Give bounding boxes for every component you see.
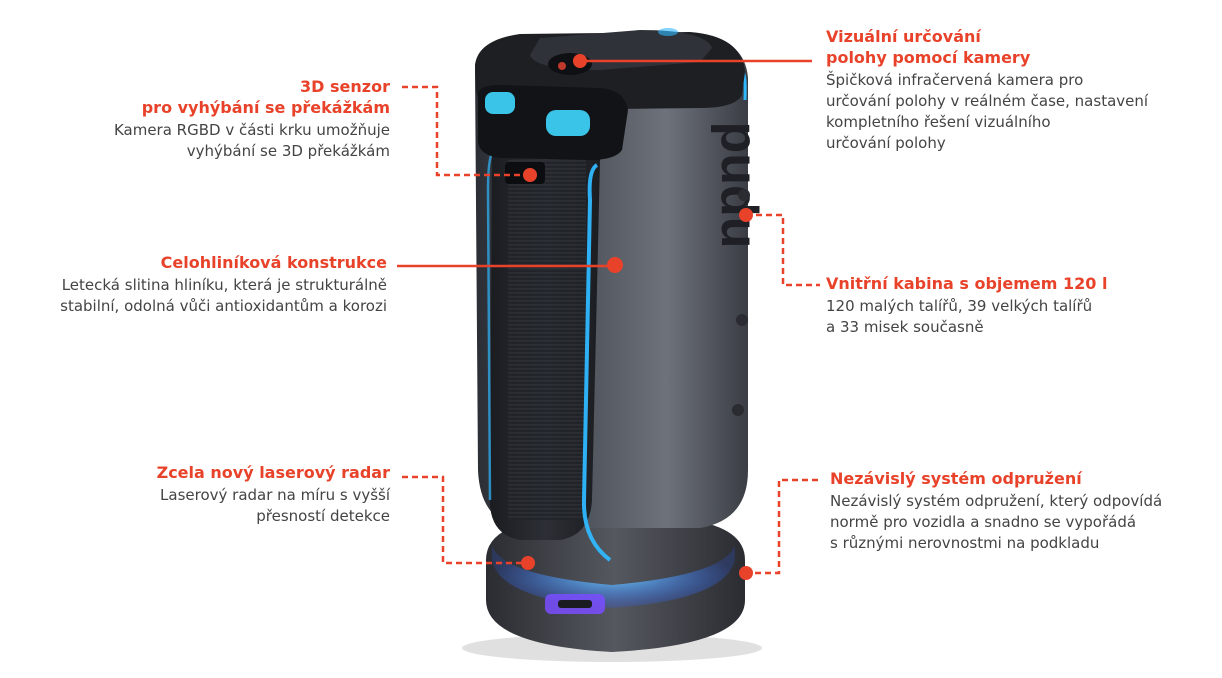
desc-line: vyhýbání se 3D překážkám <box>186 142 390 160</box>
callout-3d-sensor-title: 3D senzor pro vyhýbání se překážkám <box>10 76 390 118</box>
title-line: 3D senzor <box>300 77 390 96</box>
callout-suspension-title: Nezávislý systém odpružení <box>830 468 1210 489</box>
desc-line: Letecká slitina hliníku, která je strukt… <box>61 276 387 294</box>
title-line: pro vyhýbání se překážkám <box>141 98 390 117</box>
front-grille <box>508 160 586 520</box>
callout-aluminium-title: Celohliníková konstrukce <box>7 252 387 273</box>
title-line: Zcela nový laserový radar <box>156 463 390 482</box>
callout-3d-sensor-desc: Kamera RGBD v části krku umožňuje vyhýbá… <box>10 120 390 162</box>
callout-lidar-title: Zcela nový laserový radar <box>10 462 390 483</box>
desc-line: určování polohy v reálném čase, nastaven… <box>826 92 1149 110</box>
desc-line: určování polohy <box>826 134 946 152</box>
desc-line: 120 malých talířů, 39 velkých talířů <box>826 297 1093 315</box>
neck-3d-sensor <box>505 162 545 184</box>
title-line: Vizuální určování <box>826 27 981 46</box>
callout-lidar-desc: Laserový radar na míru s vyšší přesností… <box>10 485 390 527</box>
callout-cabin-title: Vnitřní kabina s objemem 120 l <box>826 273 1206 294</box>
callout-lidar: Zcela nový laserový radar Laserový radar… <box>10 462 390 527</box>
desc-line: stabilní, odolná vůči antioxidantům a ko… <box>60 297 387 315</box>
callout-cabin-desc: 120 malých talířů, 39 velkých talířů a 3… <box>826 296 1206 338</box>
desc-line: s různými nerovnostmi na podkladu <box>830 534 1100 552</box>
light-strip-right <box>581 163 612 562</box>
title-line: Celohliníková konstrukce <box>160 253 387 272</box>
camera-lens <box>548 53 592 75</box>
eye-right <box>546 110 590 136</box>
title-line: Nezávislý systém odpružení <box>830 469 1082 488</box>
desc-line: normě pro vozidla a snadno se vypořádá <box>830 513 1137 531</box>
side-knob <box>738 189 750 201</box>
callout-camera-title: Vizuální určování polohy pomocí kamery <box>826 26 1206 68</box>
callout-cabin: Vnitřní kabina s objemem 120 l 120 malýc… <box>826 273 1206 338</box>
desc-line: Laserový radar na míru s vyšší <box>160 486 390 504</box>
callout-camera-desc: Špičková infračervená kamera pro určován… <box>826 70 1206 154</box>
desc-line: Kamera RGBD v části krku umožňuje <box>113 121 390 139</box>
callout-aluminium: Celohliníková konstrukce Letecká slitina… <box>7 252 387 317</box>
callout-camera: Vizuální určování polohy pomocí kamery Š… <box>826 26 1206 154</box>
base-light-ring <box>492 545 735 608</box>
title-line: Vnitřní kabina s objemem 120 l <box>826 274 1108 293</box>
eye-left <box>485 92 515 114</box>
title-line: polohy pomocí kamery <box>826 48 1031 67</box>
desc-line: přesností detekce <box>256 507 390 525</box>
desc-line: Nezávislý systém odpružení, který odpoví… <box>830 492 1163 510</box>
callout-3d-sensor: 3D senzor pro vyhýbání se překážkám Kame… <box>10 76 390 162</box>
desc-line: a 33 misek současně <box>826 318 984 336</box>
callout-suspension: Nezávislý systém odpružení Nezávislý sys… <box>830 468 1210 554</box>
callout-suspension-desc: Nezávislý systém odpružení, který odpoví… <box>830 491 1210 554</box>
desc-line: Špičková infračervená kamera pro <box>826 71 1084 89</box>
callout-aluminium-desc: Letecká slitina hliníku, která je strukt… <box>7 275 387 317</box>
brand-mark: pudu <box>710 121 768 248</box>
desc-line: kompletního řešení vizuálního <box>826 113 1051 131</box>
